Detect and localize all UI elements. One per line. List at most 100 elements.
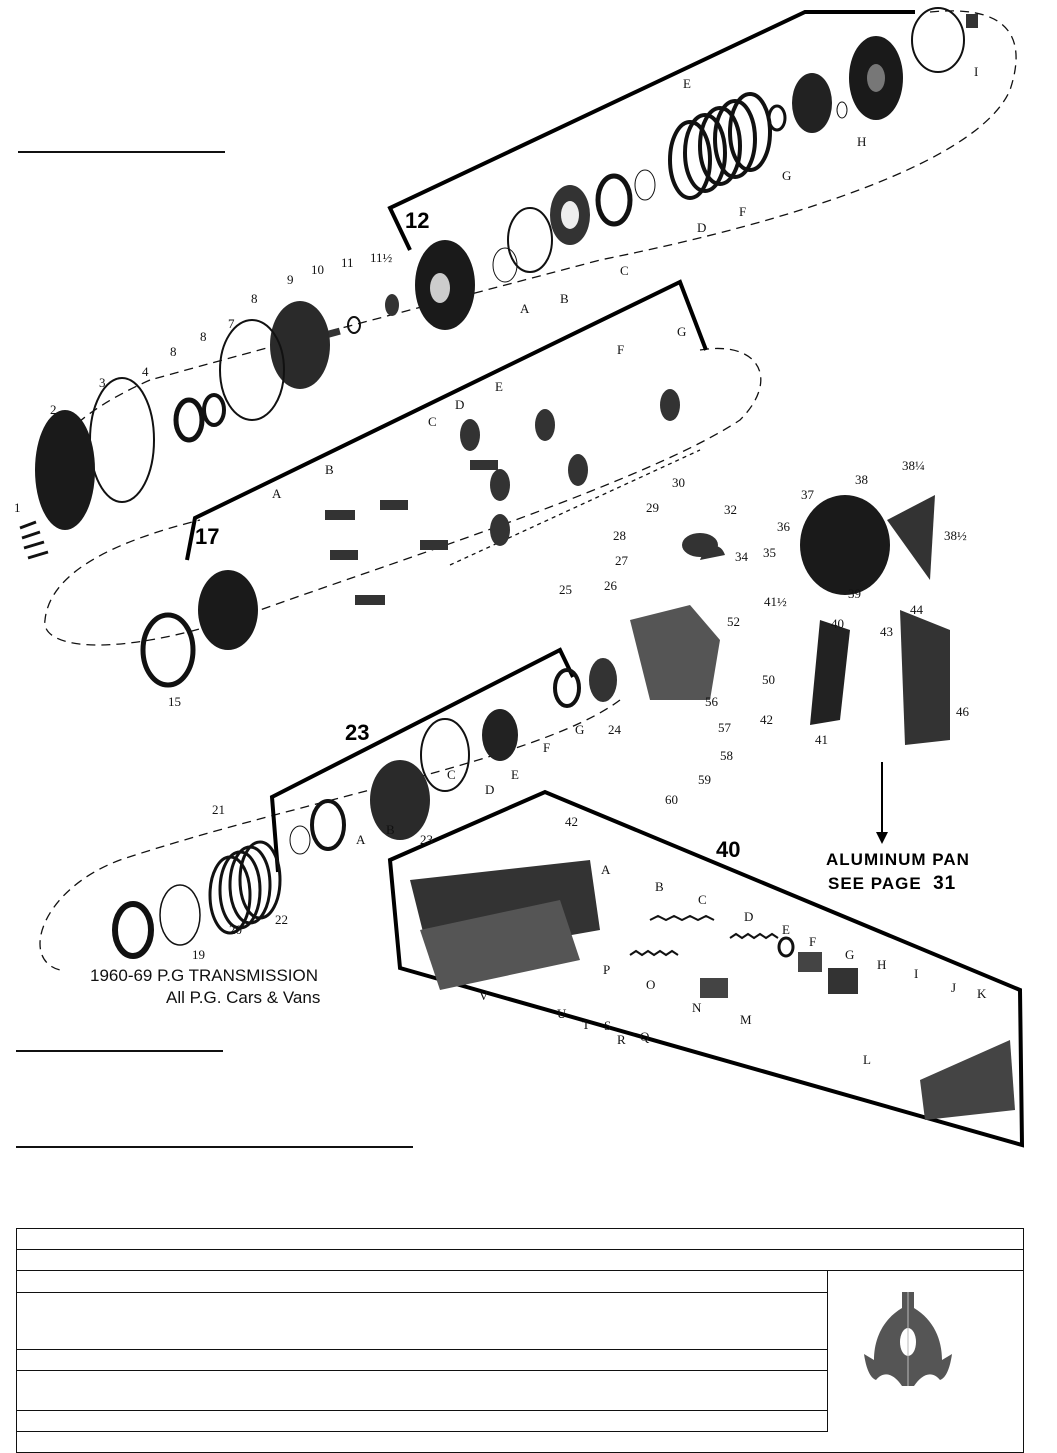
- label: 42: [760, 712, 773, 727]
- divider: [16, 1050, 223, 1052]
- label: 36: [777, 519, 791, 534]
- label: D: [485, 782, 494, 797]
- label: A: [601, 862, 611, 877]
- label: M: [740, 1012, 752, 1027]
- label: F: [809, 934, 816, 949]
- label: H: [857, 134, 866, 149]
- divider: [18, 151, 225, 153]
- label: 59: [698, 772, 711, 787]
- label: 50: [762, 672, 775, 687]
- label: O: [646, 977, 655, 992]
- label: 7: [228, 316, 235, 331]
- label: B: [325, 462, 334, 477]
- label: G: [575, 722, 584, 737]
- label: 23: [420, 832, 433, 847]
- label: A: [272, 486, 282, 501]
- label: C: [620, 263, 629, 278]
- table-row: [16, 1431, 1024, 1453]
- table-row: [16, 1292, 828, 1350]
- label: Q: [640, 1029, 650, 1044]
- label: 19: [192, 947, 205, 962]
- label: 52: [727, 614, 740, 629]
- label: 10: [311, 262, 324, 277]
- label: 32: [724, 502, 737, 517]
- label: G: [782, 168, 791, 183]
- label: H: [877, 957, 886, 972]
- label: B: [386, 822, 395, 837]
- label: 28: [613, 528, 626, 543]
- label: E: [782, 922, 790, 937]
- label: E: [511, 767, 519, 782]
- label: 15: [168, 694, 181, 709]
- group-number-17: 17: [195, 524, 219, 549]
- label: E: [683, 76, 691, 91]
- valve-labels: 42 A B C D E F G H I J K L M N O P Q R S…: [479, 814, 987, 1067]
- label: 8: [200, 329, 207, 344]
- pan-note-page-number: 31: [933, 873, 957, 894]
- mid-labels: G F E D C B A 15: [168, 324, 686, 709]
- label: 9: [287, 272, 294, 287]
- label: L: [863, 1052, 871, 1067]
- label: F: [543, 740, 550, 755]
- label: 4: [142, 364, 149, 379]
- label: E: [495, 379, 503, 394]
- table-row: [16, 1270, 828, 1293]
- label: 46: [956, 704, 970, 719]
- right-labels: 30 29 32 28 27 26 25 34 35 36 37 38 38¼ …: [559, 458, 970, 807]
- pan-arrow: [876, 762, 888, 844]
- label: 20: [229, 922, 242, 937]
- label: 11½: [370, 250, 393, 265]
- label: D: [697, 220, 706, 235]
- label: 3: [99, 375, 106, 390]
- label: 57: [718, 720, 732, 735]
- label: G: [845, 947, 854, 962]
- top-labels: I H G E F D C B A 11½ 11 10 9 8 7 8 8 4 …: [14, 64, 978, 515]
- label: N: [692, 1000, 702, 1015]
- label: P: [603, 962, 610, 977]
- label: 21: [212, 802, 225, 817]
- label: S: [604, 1018, 611, 1033]
- diagram-subtitle: All P.G. Cars & Vans: [166, 988, 321, 1007]
- label: 42: [565, 814, 578, 829]
- label: F: [617, 342, 624, 357]
- label: 8: [170, 344, 177, 359]
- label: F: [739, 204, 746, 219]
- label: C: [447, 767, 456, 782]
- label: C: [428, 414, 437, 429]
- table-row: [16, 1228, 1024, 1250]
- label: 38½: [944, 528, 967, 543]
- label: A: [356, 832, 366, 847]
- label: 39: [848, 586, 861, 601]
- label: 43: [880, 624, 893, 639]
- label: D: [744, 909, 753, 924]
- label: V: [479, 988, 489, 1003]
- label: I: [914, 966, 918, 981]
- label: 8: [251, 291, 258, 306]
- label: 38¼: [902, 458, 925, 473]
- label: A: [520, 301, 530, 316]
- label: 11: [341, 255, 354, 270]
- label: I: [974, 64, 978, 79]
- table-row: [16, 1349, 828, 1371]
- label: 41: [815, 732, 828, 747]
- label: 38: [855, 472, 868, 487]
- dashed-outline: [39, 10, 1017, 971]
- label: 40: [831, 616, 844, 631]
- bottom-labels: G F E D C B A 23 21 20 22 19: [192, 722, 584, 962]
- label: 60: [665, 792, 678, 807]
- label: U: [557, 1006, 567, 1021]
- group-number-12: 12: [405, 208, 429, 233]
- parts-table: [16, 1228, 1024, 1453]
- group-number-40: 40: [716, 837, 740, 862]
- label: 56: [705, 694, 719, 709]
- label: C: [698, 892, 707, 907]
- pan-note-see-page: SEE PAGE: [828, 874, 922, 893]
- table-row: [16, 1370, 828, 1411]
- label: B: [560, 291, 569, 306]
- label: B: [655, 879, 664, 894]
- table-row: [16, 1410, 828, 1432]
- label: D: [455, 397, 464, 412]
- label: 25: [559, 582, 572, 597]
- thrust-washer-image: [864, 1292, 952, 1386]
